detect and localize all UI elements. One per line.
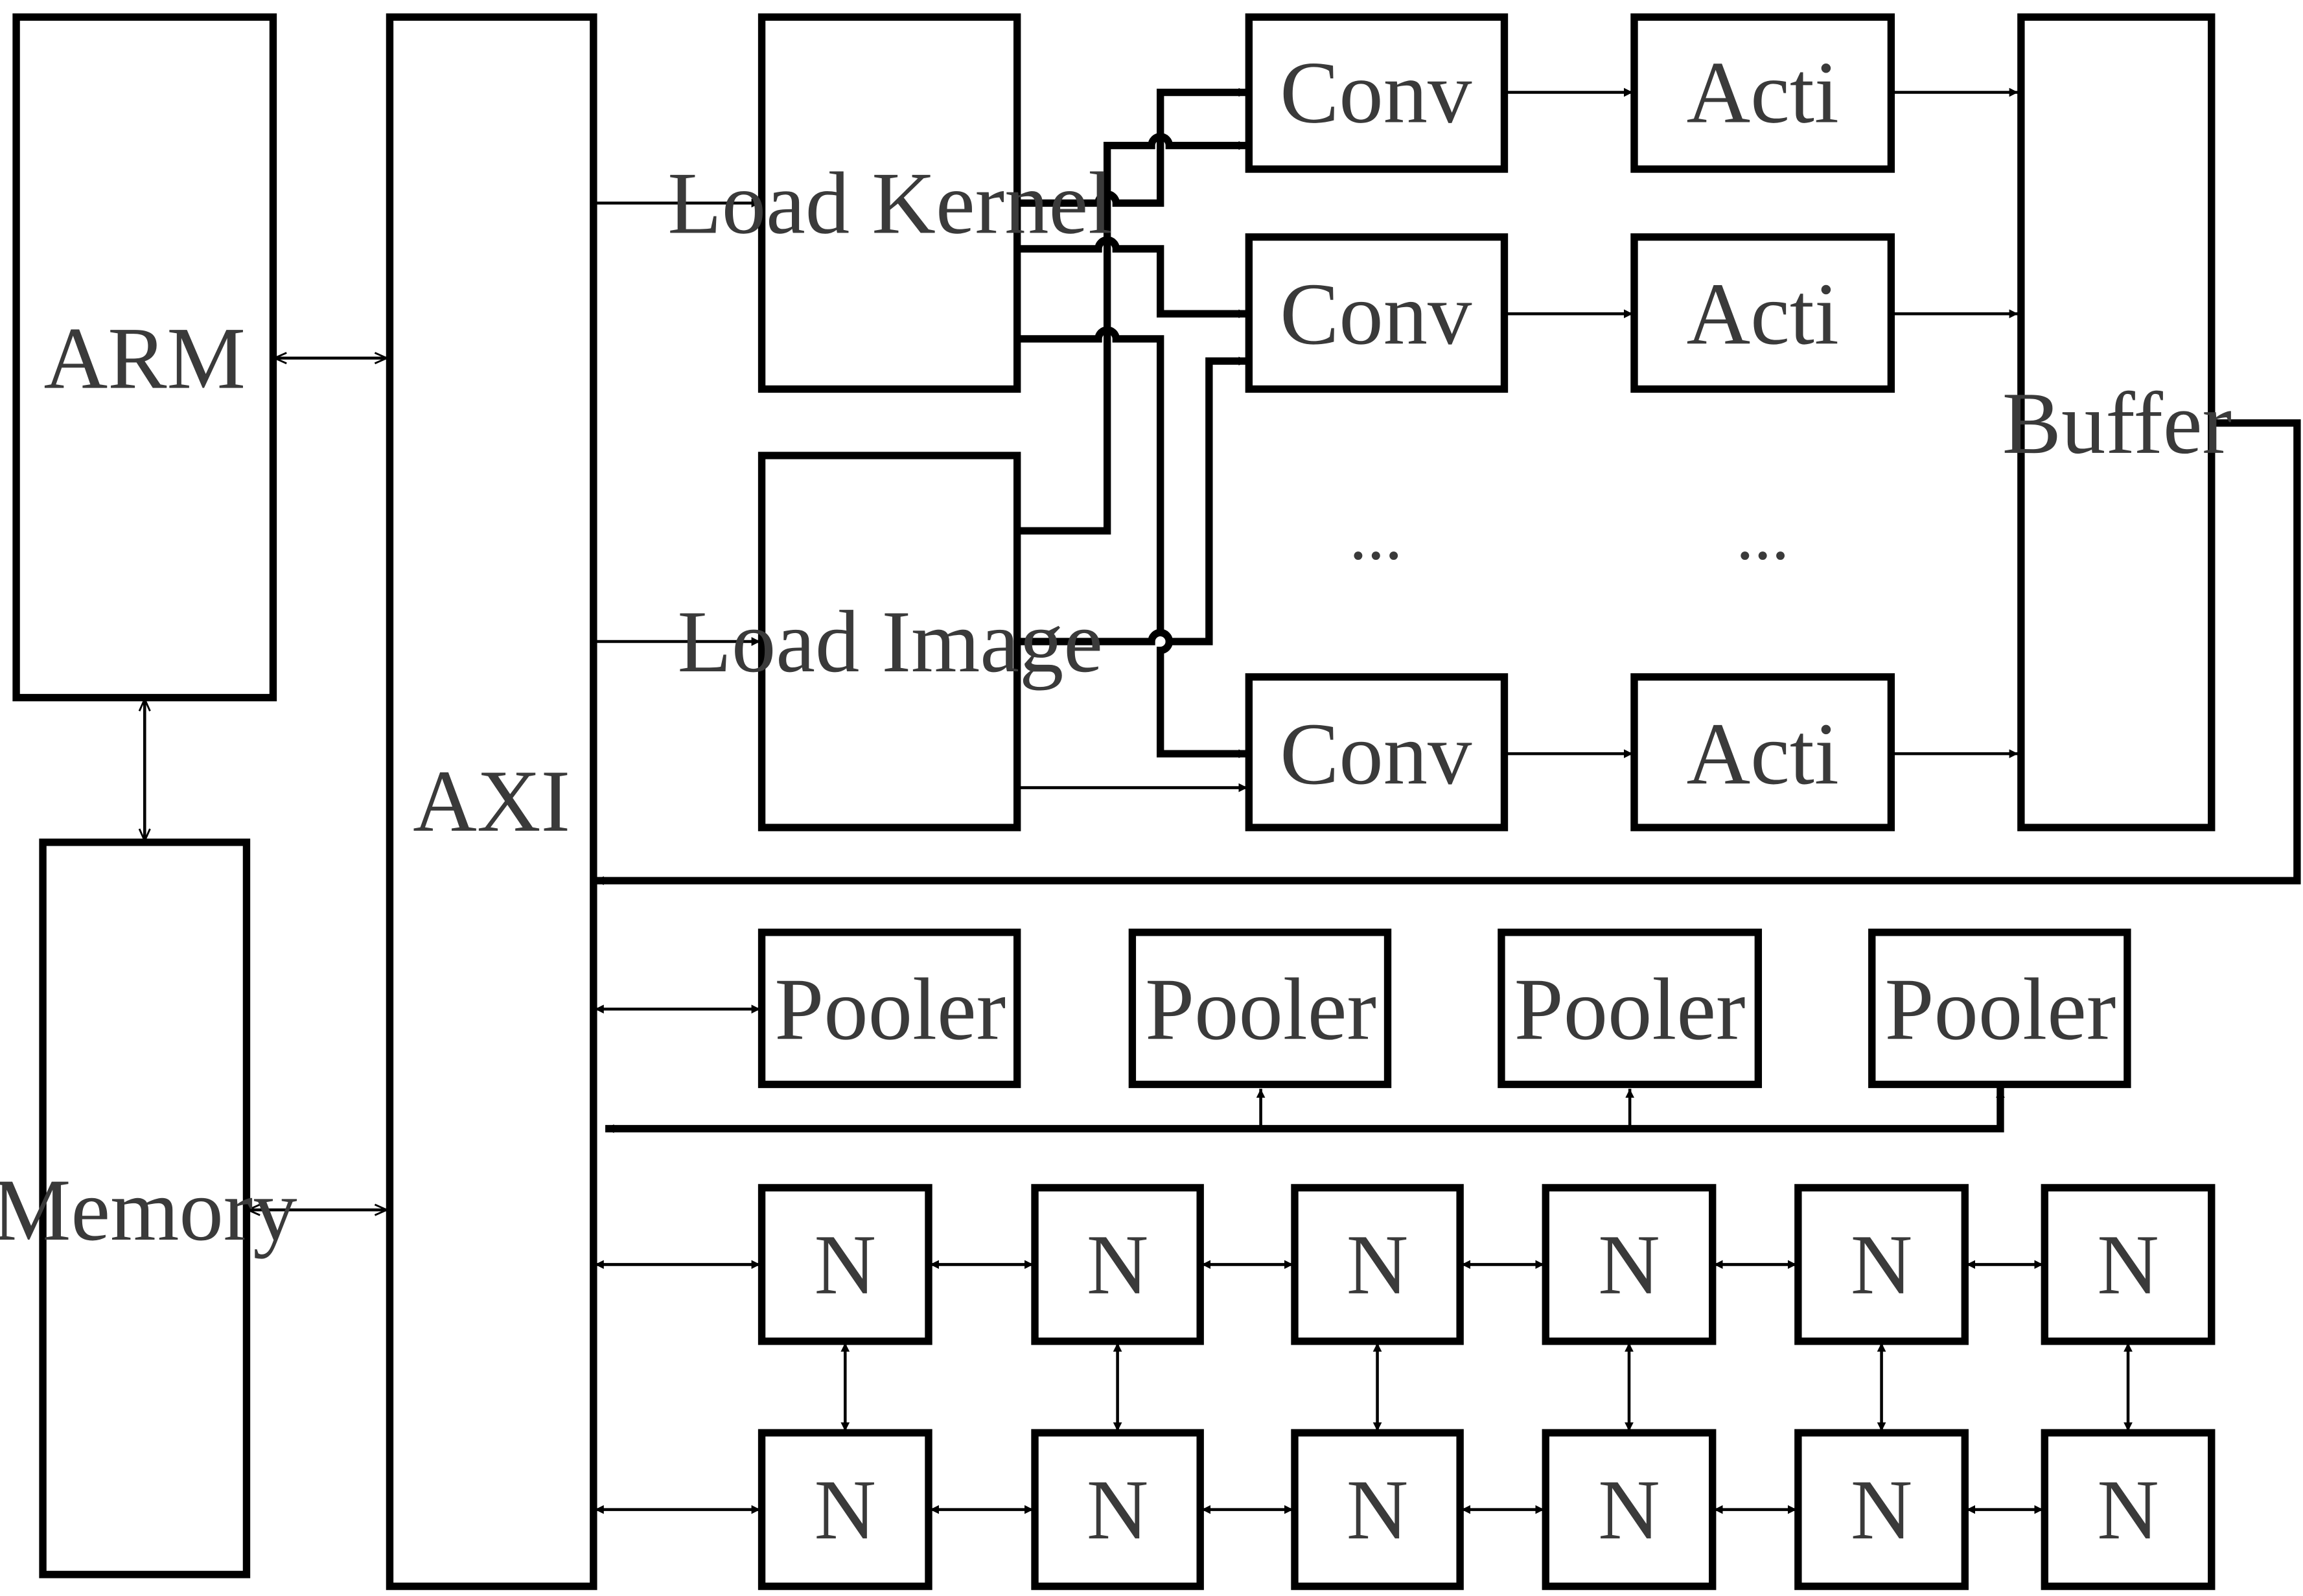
conv-label-3: Conv: [1280, 704, 1472, 803]
buffer-label: Buffer: [2002, 374, 2232, 472]
node-label: N: [2097, 1217, 2158, 1312]
conv-label-2: Conv: [1280, 264, 1472, 363]
pooler-block-1: Pooler: [758, 929, 1021, 1089]
node-block-r2-c6: N: [2041, 1429, 2216, 1590]
node-block-r2-c4: N: [1542, 1429, 1717, 1590]
node-label: N: [2097, 1462, 2158, 1557]
node-label: N: [1598, 1462, 1660, 1557]
acti-block-1: Acti: [1630, 13, 1895, 173]
pooler-bus: [605, 1087, 2004, 1133]
load-image-label: Load Image: [677, 592, 1103, 691]
node-block-r1-c6: N: [2041, 1184, 2216, 1345]
node-label: N: [1347, 1462, 1408, 1557]
arm-block: ARM: [12, 13, 277, 702]
node-block-r1-c1: N: [758, 1184, 932, 1345]
node-block-r1-c2: N: [1031, 1184, 1204, 1345]
acti-block-3: Acti: [1630, 673, 1895, 831]
conv-block-3: Conv: [1245, 673, 1509, 831]
conv-label-1: Conv: [1280, 43, 1472, 142]
node-label: N: [1087, 1462, 1148, 1557]
node-label: N: [1851, 1217, 1912, 1312]
conv-block-1: Conv: [1245, 13, 1509, 173]
node-block-r1-c5: N: [1794, 1184, 1969, 1345]
node-block-r2-c1: N: [758, 1429, 932, 1590]
load-image-block: Load Image: [677, 452, 1103, 831]
node-label: N: [815, 1462, 876, 1557]
acti-label-3: Acti: [1687, 704, 1839, 803]
acti-label-2: Acti: [1687, 264, 1839, 363]
node-block-r1-c4: N: [1542, 1184, 1717, 1345]
conv-ellipsis: ...: [1349, 496, 1402, 574]
node-label: N: [815, 1217, 876, 1312]
node-block-r2-c2: N: [1031, 1429, 1204, 1590]
buffer-block: Buffer: [2002, 13, 2232, 831]
pooler-label-4: Pooler: [1885, 960, 2116, 1058]
acti-block-2: Acti: [1630, 233, 1895, 393]
kernel-to-conv-3: [1018, 326, 1248, 758]
memory-block: Memory: [0, 838, 297, 1579]
load-kernel-block: Load Kernel: [667, 13, 1113, 393]
image-to-conv-2: [1018, 356, 1248, 645]
pooler-block-3: Pooler: [1498, 929, 1763, 1089]
acti-label-1: Acti: [1687, 43, 1839, 142]
node-block-r2-c5: N: [1794, 1429, 1969, 1590]
buffer-to-axi-feedback: [595, 419, 2301, 885]
pooler-label-1: Pooler: [774, 960, 1006, 1058]
pooler-label-3: Pooler: [1514, 960, 1746, 1058]
image-to-conv-1: [1018, 133, 1248, 535]
pooler-label-2: Pooler: [1145, 960, 1376, 1058]
node-label: N: [1087, 1217, 1148, 1312]
node-block-r1-c3: N: [1291, 1184, 1464, 1345]
node-label: N: [1347, 1217, 1408, 1312]
memory-label: Memory: [0, 1161, 297, 1259]
acti-ellipsis: ...: [1736, 496, 1789, 574]
node-label: N: [1598, 1217, 1660, 1312]
conv-block-2: Conv: [1245, 233, 1509, 393]
node-label: N: [1851, 1462, 1912, 1557]
node-mesh-links: [840, 1260, 2133, 1514]
axi-label: AXI: [413, 752, 570, 850]
connections: [145, 87, 2301, 1514]
pooler-block-2: Pooler: [1128, 929, 1392, 1089]
pooler-block-4: Pooler: [1868, 929, 2131, 1089]
load-kernel-label: Load Kernel: [667, 154, 1113, 252]
node-block-r2-c3: N: [1291, 1429, 1464, 1590]
axi-block: AXI: [386, 13, 597, 1590]
arm-label: ARM: [44, 309, 246, 408]
node-mesh: N N N N N N N N N N N N: [758, 1184, 2216, 1590]
